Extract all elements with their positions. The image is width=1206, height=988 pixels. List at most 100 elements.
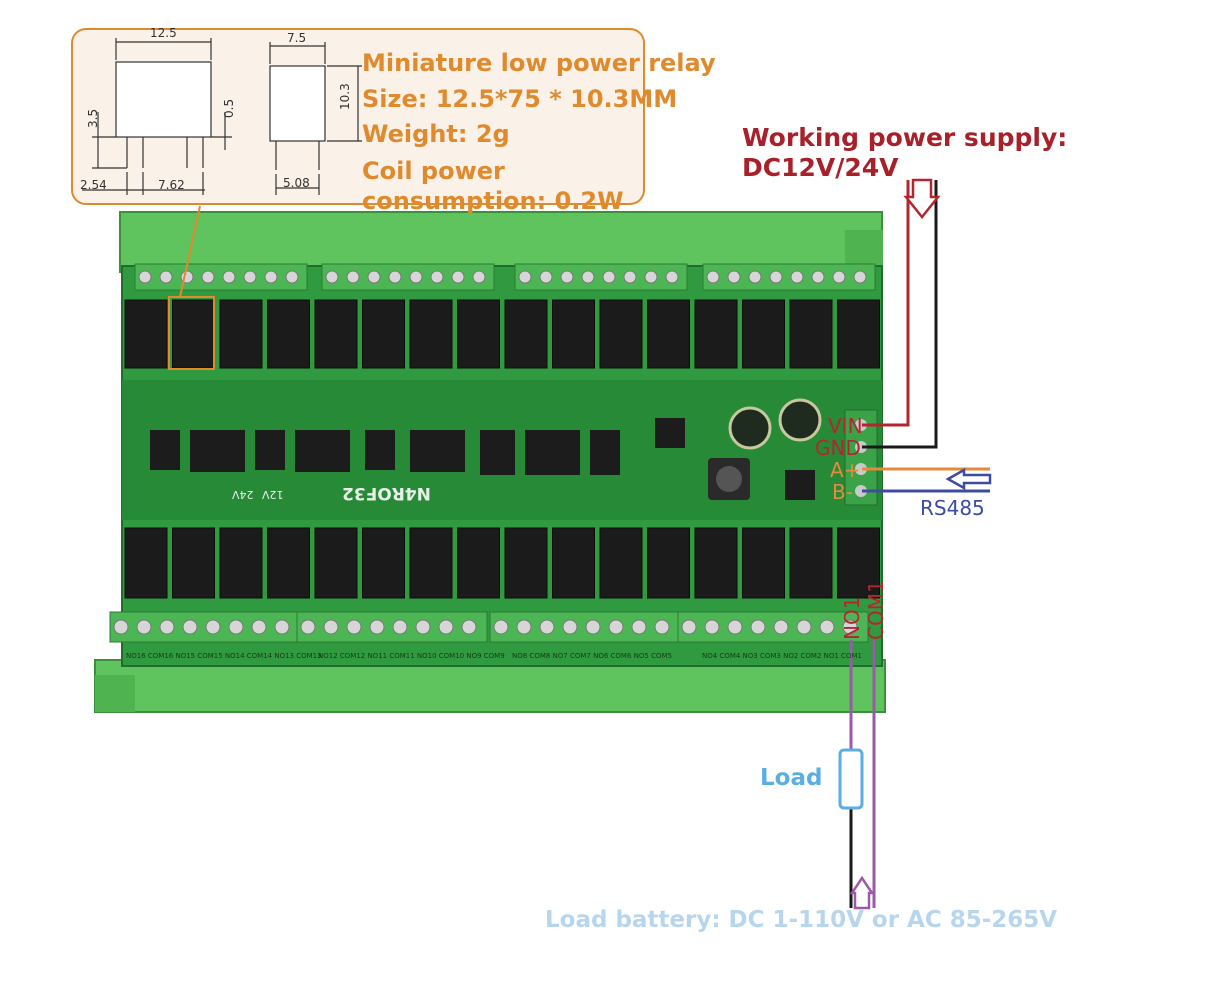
bottom-terminal-blocks xyxy=(109,611,869,643)
terminal-screw xyxy=(251,619,267,635)
load-resistor xyxy=(838,748,864,810)
spec-coil-line1: Coil power xyxy=(362,157,505,185)
relay xyxy=(694,527,738,599)
relay xyxy=(599,527,643,599)
terminal-screw xyxy=(451,270,465,284)
relay xyxy=(362,527,405,599)
power-title: Working power supply: xyxy=(742,123,1068,152)
relay xyxy=(742,527,785,599)
terminal-screw xyxy=(243,270,257,284)
terminal-screw xyxy=(430,270,444,284)
terminal-screw xyxy=(631,619,647,635)
top-terminal-blocks xyxy=(134,263,876,291)
relay xyxy=(789,527,833,599)
capacitor-2 xyxy=(778,398,822,442)
spec-coil-line2: consumption: 0.2W xyxy=(362,187,624,215)
terminal-screw xyxy=(264,270,278,284)
relay xyxy=(457,527,500,599)
dim-gap: 0.5 xyxy=(222,98,236,118)
relay xyxy=(552,527,595,599)
terminal-screw xyxy=(727,270,741,284)
relay xyxy=(314,299,358,369)
dim-side-pitch: 5.08 xyxy=(283,176,310,190)
relay xyxy=(837,299,880,369)
terminal-screw xyxy=(608,619,624,635)
highlighted-relay-frame xyxy=(168,296,215,370)
terminal-screw xyxy=(516,619,532,635)
terminal-screw xyxy=(773,619,789,635)
capacitor-1 xyxy=(728,406,772,450)
ic-chips xyxy=(150,418,815,500)
terminal-screw xyxy=(346,619,362,635)
terminal-screw xyxy=(493,619,509,635)
terminal-legend-3: NO8 COM8 NO7 COM7 NO6 COM6 NO5 COM5 xyxy=(512,652,672,660)
relay xyxy=(362,299,405,369)
terminal-screw xyxy=(796,619,812,635)
terminal-screw xyxy=(853,270,867,284)
terminal-screw xyxy=(560,270,574,284)
spec-size: Size: 12.5*75 * 10.3MM xyxy=(362,85,678,113)
terminal-screw xyxy=(182,619,198,635)
terminal-screw xyxy=(159,270,173,284)
label-com1: COM1 xyxy=(864,580,888,640)
terminal-screw xyxy=(706,270,720,284)
board-model: N4ROF32 xyxy=(342,483,431,503)
relay xyxy=(124,527,168,599)
terminal-screw xyxy=(346,270,360,284)
dim-side-width: 7.5 xyxy=(287,31,307,45)
terminal-screw xyxy=(750,619,766,635)
terminal-screw xyxy=(623,270,637,284)
dim-height: 10.3 xyxy=(338,83,352,110)
terminal-screw xyxy=(205,619,221,635)
terminal-screw xyxy=(644,270,658,284)
relay xyxy=(742,299,785,369)
terminal-legend-2: NO12 COM12 NO11 COM11 NO10 COM10 NO9 COM… xyxy=(318,652,505,660)
pin-a: A+ xyxy=(830,458,861,482)
relay xyxy=(694,299,738,369)
relay xyxy=(552,299,595,369)
bottom-relay-row xyxy=(124,527,880,599)
terminal-screw xyxy=(409,270,423,284)
relay xyxy=(504,527,548,599)
relay xyxy=(504,299,548,369)
terminal-screw xyxy=(438,619,454,635)
terminal-screw xyxy=(518,270,532,284)
terminal-screw xyxy=(228,619,244,635)
terminal-screw xyxy=(472,270,486,284)
relay-front-view xyxy=(82,38,232,195)
terminal-screw xyxy=(581,270,595,284)
load-arrow xyxy=(849,875,875,910)
power-voltage: DC12V/24V xyxy=(742,153,899,182)
terminal-screw xyxy=(654,619,670,635)
relay xyxy=(409,527,453,599)
terminal-legend-1: NO16 COM16 NO15 COM15 NO14 COM14 NO13 CO… xyxy=(126,652,322,660)
board-jumper-12v: 12V xyxy=(262,488,284,501)
relay xyxy=(172,527,215,599)
terminal-screw xyxy=(222,270,236,284)
dim-pitch-a: 2.54 xyxy=(80,178,107,192)
power-wires xyxy=(862,180,938,449)
terminal-screw xyxy=(704,619,720,635)
relay xyxy=(409,299,453,369)
pin-b: B- xyxy=(832,480,853,504)
relay xyxy=(219,527,263,599)
terminal-screw xyxy=(138,270,152,284)
terminal-screw xyxy=(681,619,697,635)
relay xyxy=(172,299,215,369)
terminal-screw xyxy=(769,270,783,284)
load-circuit xyxy=(849,640,876,908)
terminal-screw xyxy=(562,619,578,635)
relay xyxy=(837,527,880,599)
terminal-legend-4: NO4 COM4 NO3 COM3 NO2 COM2 NO1 COM1 xyxy=(702,652,862,660)
top-relay-row xyxy=(124,299,880,369)
relay xyxy=(457,299,500,369)
pin-vin: VIN xyxy=(828,414,863,438)
terminal-screw xyxy=(539,270,553,284)
relay xyxy=(267,527,310,599)
terminal-screw xyxy=(325,270,339,284)
relay xyxy=(789,299,833,369)
terminal-screw xyxy=(300,619,316,635)
callout-line xyxy=(179,205,201,298)
label-no1: NO1 xyxy=(840,596,864,640)
